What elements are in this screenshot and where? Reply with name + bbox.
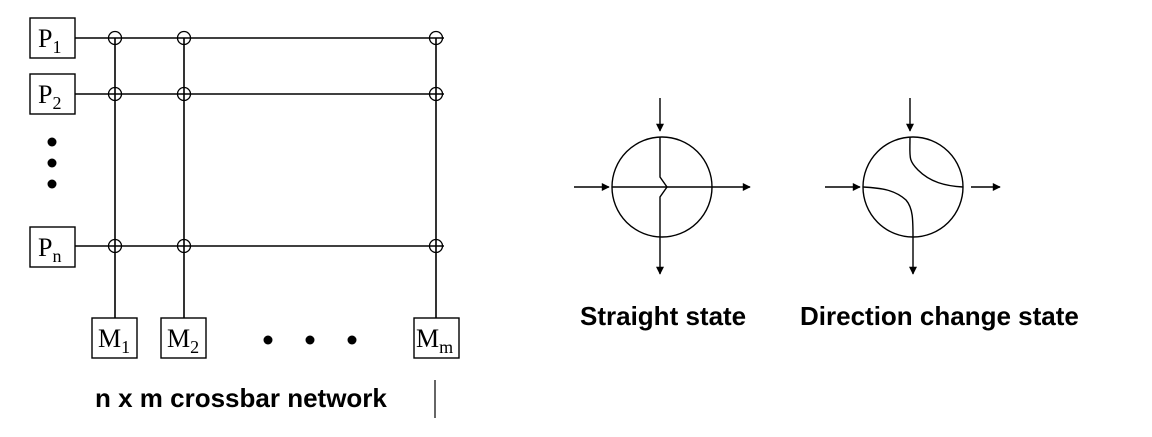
direction-change-caption: Direction change state bbox=[800, 301, 1079, 331]
memory-lines bbox=[114, 38, 437, 318]
ellipsis-horizontal bbox=[263, 335, 357, 345]
svg-text:P1: P1 bbox=[38, 24, 61, 57]
curve-top-to-right bbox=[909, 136, 964, 188]
svg-text:M2: M2 bbox=[167, 324, 199, 357]
processor-p1: P1 bbox=[29, 17, 76, 59]
svg-text:M1: M1 bbox=[98, 324, 130, 357]
svg-text:P2: P2 bbox=[38, 80, 61, 113]
processor-p2: P2 bbox=[29, 73, 76, 115]
switch bbox=[176, 238, 192, 254]
direction-change-switch bbox=[825, 98, 1001, 275]
switch bbox=[428, 30, 444, 46]
curve-left-to-bottom bbox=[862, 186, 914, 238]
switch bbox=[428, 238, 444, 254]
switch bbox=[428, 86, 444, 102]
processor-lines bbox=[75, 37, 444, 247]
ellipsis-vertical bbox=[47, 137, 57, 189]
crossbar-caption: n x m crossbar network bbox=[95, 383, 387, 413]
svg-text:Mm: Mm bbox=[416, 324, 453, 357]
switch bbox=[107, 30, 123, 46]
memory-m1: M1 bbox=[91, 317, 138, 359]
switch bbox=[176, 86, 192, 102]
memory-m2: M2 bbox=[160, 317, 207, 359]
processor-pn: Pn bbox=[29, 226, 76, 268]
crosspoint-switches bbox=[107, 30, 444, 254]
memory-mm: Mm bbox=[413, 317, 460, 359]
svg-text:Pn: Pn bbox=[38, 233, 61, 266]
switch bbox=[107, 86, 123, 102]
switch bbox=[107, 238, 123, 254]
straight-state-caption: Straight state bbox=[580, 301, 746, 331]
switch bbox=[176, 30, 192, 46]
straight-state-switch bbox=[574, 98, 751, 275]
path-vertical bbox=[659, 137, 668, 237]
